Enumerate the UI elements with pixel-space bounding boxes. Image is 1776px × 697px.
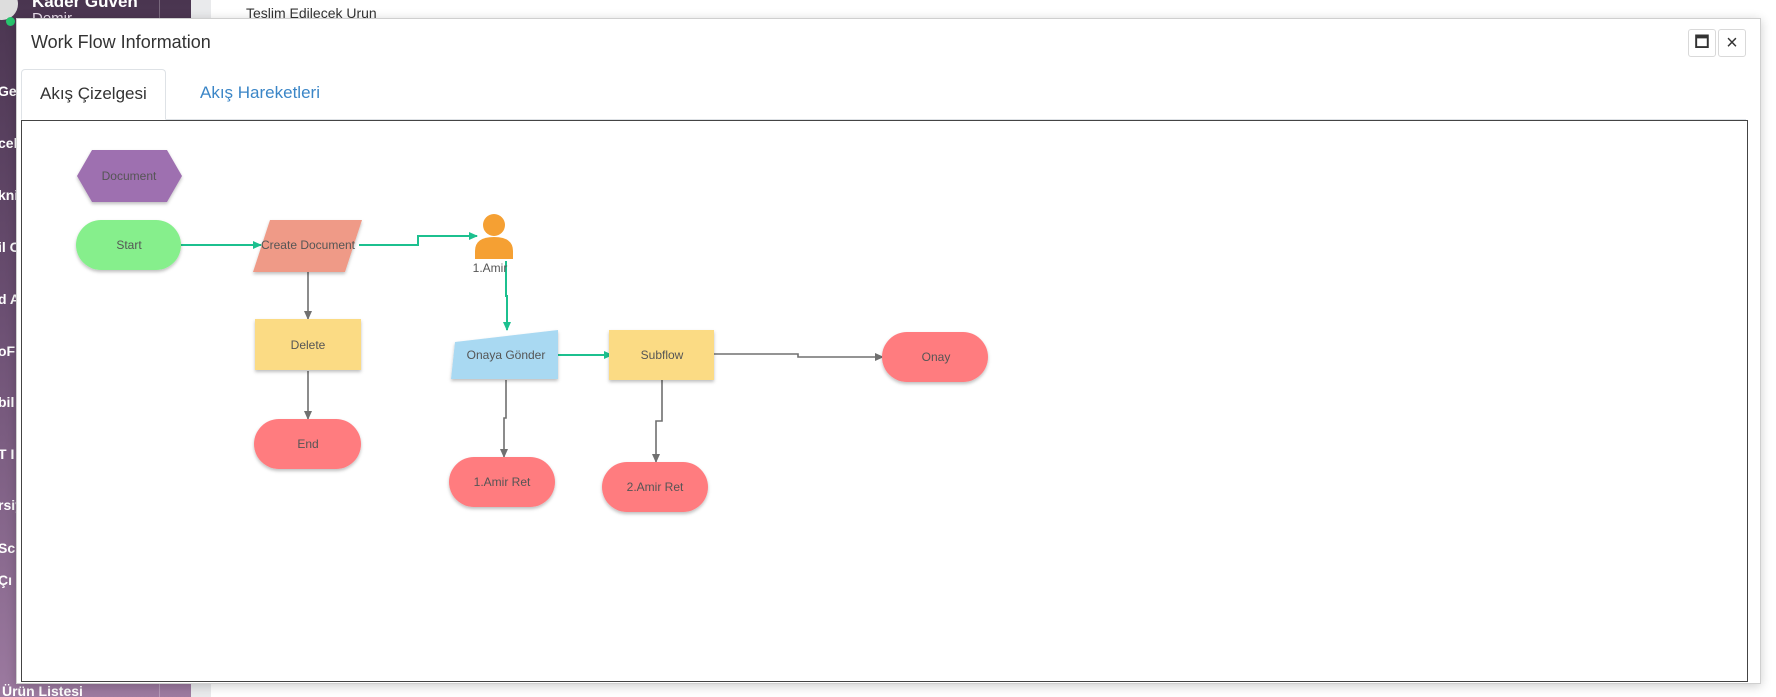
person-icon bbox=[475, 214, 513, 259]
node-create-document-label: Create Document bbox=[261, 238, 356, 252]
node-onay[interactable]: Onay bbox=[882, 332, 988, 382]
sidebar-item[interactable]: d A bbox=[0, 291, 21, 307]
sidebar-item[interactable]: cel bbox=[0, 135, 18, 151]
sidebar-item[interactable]: Çı bbox=[0, 572, 12, 588]
sidebar-item[interactable]: kni bbox=[0, 187, 19, 203]
sidebar-item[interactable]: Sc bbox=[0, 540, 16, 556]
close-icon: × bbox=[1726, 32, 1738, 54]
node-delete-label: Delete bbox=[291, 338, 326, 352]
node-onaya-gonder[interactable]: Onaya Gönder bbox=[451, 330, 558, 379]
node-amir1-ret-label: 1.Amir Ret bbox=[474, 475, 531, 489]
close-button[interactable]: × bbox=[1718, 29, 1746, 57]
sidebar-item[interactable]: Ürün Listesi bbox=[2, 683, 83, 697]
node-amir2-ret[interactable]: 2.Amir Ret bbox=[602, 462, 708, 512]
maximize-button[interactable]: 🗖 bbox=[1688, 29, 1716, 57]
link-onaya-amir1ret bbox=[500, 380, 508, 458]
link-create-amir1 bbox=[359, 232, 478, 246]
node-amir1[interactable]: 1.Amir bbox=[473, 214, 513, 275]
flowchart-canvas: Document Start Create Document 1.Amir bbox=[21, 120, 1748, 682]
link-subflow-amir2ret bbox=[652, 380, 663, 463]
flowchart-svg: Document Start Create Document 1.Amir bbox=[76, 150, 988, 512]
node-onay-label: Onay bbox=[922, 350, 951, 364]
maximize-icon: 🗖 bbox=[1694, 34, 1710, 51]
workflow-modal: Work Flow Information 🗖 × Akış Çizelgesi… bbox=[16, 18, 1761, 684]
node-start[interactable]: Start bbox=[76, 220, 181, 270]
link-subflow-onay bbox=[714, 353, 884, 361]
sidebar-item[interactable]: bil bbox=[0, 394, 15, 410]
node-amir1-label: 1.Amir bbox=[473, 261, 508, 275]
modal-tabs: Akış Çizelgesi Akış Hareketleri bbox=[21, 69, 1746, 120]
node-subflow-label: Subflow bbox=[641, 348, 684, 362]
sidebar-item[interactable]: il C bbox=[0, 239, 20, 255]
modal-title: Work Flow Information bbox=[31, 32, 211, 52]
node-amir1-ret[interactable]: 1.Amir Ret bbox=[449, 457, 555, 507]
node-document-label: Document bbox=[102, 169, 157, 183]
node-start-label: Start bbox=[116, 238, 142, 252]
sidebar-item[interactable]: Ge bbox=[0, 83, 17, 99]
tab-akis-hareketleri[interactable]: Akış Hareketleri bbox=[200, 83, 320, 102]
node-end[interactable]: End bbox=[254, 419, 361, 469]
tab-akis-cizelgesi[interactable]: Akış Çizelgesi bbox=[21, 69, 166, 120]
link-amir1-onaya bbox=[503, 261, 511, 331]
user-name: Kader Güven bbox=[32, 0, 138, 11]
background-page-heading: Teslim Edilecek Urun bbox=[246, 5, 377, 21]
node-subflow[interactable]: Subflow bbox=[609, 330, 714, 380]
node-end-label: End bbox=[297, 437, 318, 451]
sidebar-item[interactable]: oFl bbox=[0, 343, 19, 359]
node-document[interactable]: Document bbox=[77, 150, 182, 202]
node-delete[interactable]: Delete bbox=[255, 319, 361, 370]
node-amir2-ret-label: 2.Amir Ret bbox=[627, 480, 684, 494]
sidebar-item[interactable]: T I bbox=[0, 446, 15, 462]
avatar bbox=[0, 0, 18, 20]
node-create-document[interactable]: Create Document bbox=[253, 220, 362, 272]
node-onaya-gonder-label: Onaya Gönder bbox=[467, 348, 546, 362]
online-status-dot bbox=[6, 17, 15, 26]
